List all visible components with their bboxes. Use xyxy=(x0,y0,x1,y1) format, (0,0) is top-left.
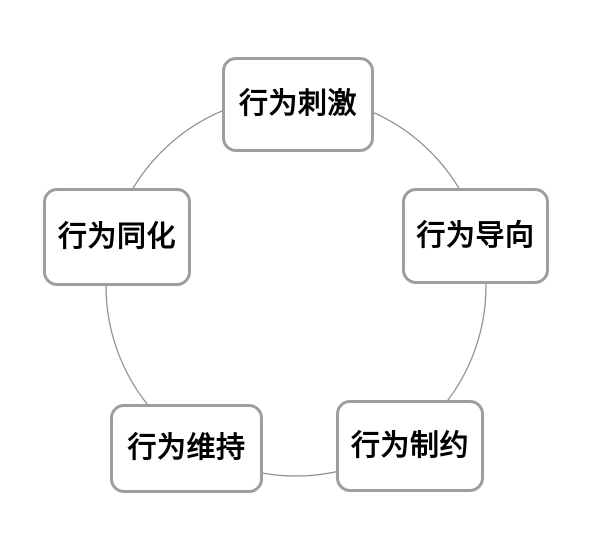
cycle-node-left[interactable]: 行为同化 xyxy=(43,188,191,286)
cycle-node-bottom-left[interactable]: 行为维持 xyxy=(110,404,263,493)
cycle-node-top[interactable]: 行为刺激 xyxy=(222,57,374,152)
cycle-node-bottom-left-label: 行为维持 xyxy=(127,432,246,464)
cycle-node-bottom-right[interactable]: 行为制约 xyxy=(336,400,484,492)
cycle-node-left-label: 行为同化 xyxy=(57,220,176,253)
cycle-node-top-label: 行为刺激 xyxy=(238,88,357,120)
cycle-node-bottom-right-label: 行为制约 xyxy=(350,429,469,462)
cycle-node-right-label: 行为导向 xyxy=(416,219,535,252)
cycle-node-right[interactable]: 行为导向 xyxy=(402,188,549,284)
